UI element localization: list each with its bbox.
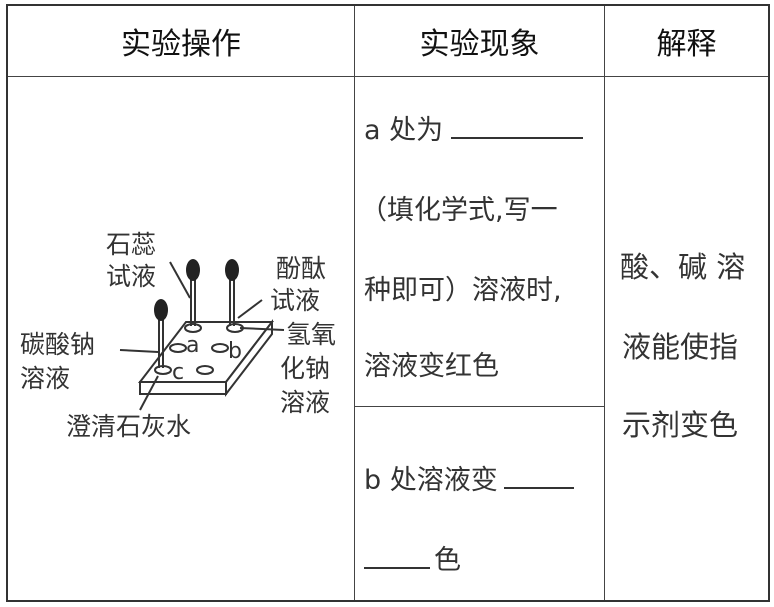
leader-line [139, 375, 159, 411]
header-phenomenon: 实验现象 [419, 27, 540, 62]
leader-line [237, 299, 263, 319]
well-ellipse [196, 365, 214, 375]
label-na2co3-1: 碳酸钠 [20, 330, 96, 359]
plate-side [225, 319, 273, 397]
label-phenol-1: 酚酞 [276, 254, 327, 283]
explanation-line1: 酸、碱 溶 [620, 250, 746, 284]
phenomenon-divider [354, 406, 604, 407]
leader-line [169, 261, 191, 299]
explanation-line3: 示剂变色 [622, 408, 739, 442]
label-phenol-2: 试液 [270, 286, 321, 315]
answer-blank-b1[interactable] [503, 463, 574, 489]
header-divider [8, 76, 768, 77]
dropper-bulb [186, 259, 200, 281]
table-frame: 实验操作 实验现象 解释 a 处为 （填化学式,写一 种即可）溶液时, 溶液变红… [6, 4, 770, 602]
column-divider [354, 6, 355, 600]
label-litmus-1: 石蕊 [106, 230, 157, 259]
explanation-line2: 液能使指 [622, 330, 739, 364]
dropper-bulb [154, 299, 168, 321]
label-well-b: b [228, 339, 242, 364]
header-explanation: 解释 [656, 27, 717, 62]
phenomenon-b-line1: b 处溶液变 [364, 458, 574, 497]
phenomenon-a-line1: a 处为 [364, 108, 584, 147]
leader-line [119, 349, 159, 353]
leader-line [239, 327, 285, 331]
phenomenon-a-line2: （填化学式,写一 [360, 195, 558, 226]
well-ellipse [184, 323, 202, 333]
label-naoh-1: 氢氧 [286, 320, 337, 349]
well-ellipse [211, 343, 229, 353]
well-ellipse [169, 343, 187, 353]
label-well-a: a [186, 333, 200, 358]
label-naoh-2: 化钠 [280, 354, 331, 383]
label-limewater: 澄清石灰水 [66, 412, 192, 441]
label-naoh-3: 溶液 [280, 388, 331, 417]
dropper-bulb [225, 259, 239, 281]
label-na2co3-2: 溶液 [20, 364, 71, 393]
header-operation: 实验操作 [121, 27, 241, 62]
label-litmus-2: 试液 [106, 262, 157, 291]
phenomenon-a-line3: 种即可）溶液时, [364, 275, 562, 306]
phenomenon-b-line2: 色 [364, 538, 461, 577]
label-well-c: c [172, 360, 185, 385]
answer-blank-b2[interactable] [364, 543, 430, 569]
answer-blank-a[interactable] [451, 113, 584, 139]
phenomenon-a-line4: 溶液变红色 [364, 351, 499, 382]
column-divider [604, 6, 605, 600]
